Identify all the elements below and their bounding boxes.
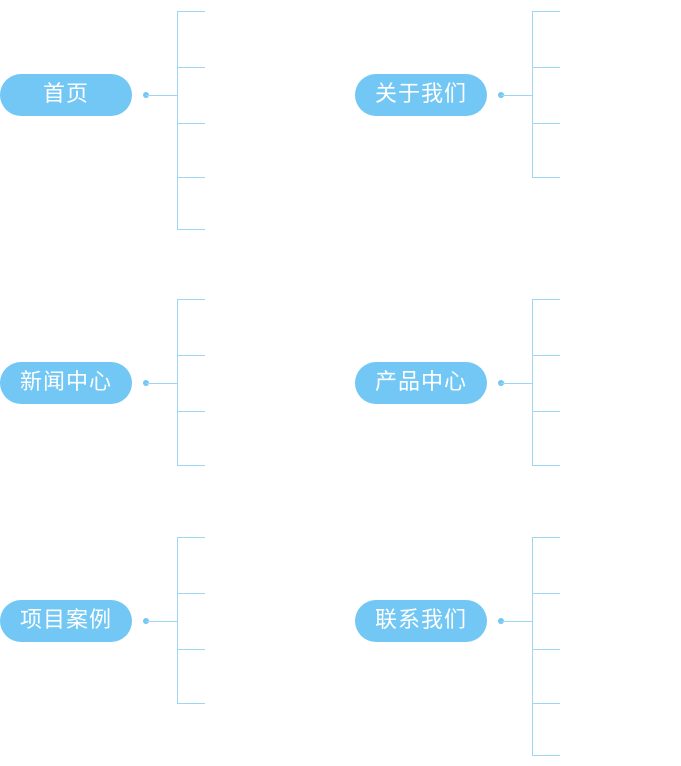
branch-line — [177, 123, 205, 124]
branch-line — [532, 299, 560, 300]
connector-line — [501, 621, 533, 622]
branch-line — [177, 465, 205, 466]
branch-line — [177, 649, 205, 650]
node-news-center[interactable]: 新闻中心 — [0, 362, 132, 404]
branch-line — [532, 703, 560, 704]
connector-line — [146, 621, 178, 622]
branch-line — [177, 703, 205, 704]
branch-spine — [177, 537, 178, 704]
branch-line — [177, 355, 205, 356]
branch-spine — [177, 11, 178, 230]
branch-line — [177, 11, 205, 12]
node-home[interactable]: 首页 — [0, 74, 132, 116]
branch-line — [532, 123, 560, 124]
branch-line — [532, 355, 560, 356]
node-product-center[interactable]: 产品中心 — [355, 362, 487, 404]
branch-spine — [532, 11, 533, 178]
connector-line — [501, 383, 533, 384]
branch-line — [177, 177, 205, 178]
connector-line — [146, 95, 178, 96]
branch-line — [532, 67, 560, 68]
node-project-cases[interactable]: 项目案例 — [0, 600, 132, 642]
branch-line — [532, 755, 560, 756]
branch-line — [177, 229, 205, 230]
branch-line — [532, 593, 560, 594]
branch-spine — [532, 299, 533, 466]
node-about-us[interactable]: 关于我们 — [355, 74, 487, 116]
connector-line — [501, 95, 533, 96]
node-contact-us[interactable]: 联系我们 — [355, 600, 487, 642]
branch-line — [532, 177, 560, 178]
branch-line — [532, 649, 560, 650]
connector-line — [146, 383, 178, 384]
branch-line — [532, 465, 560, 466]
branch-line — [177, 537, 205, 538]
branch-spine — [177, 299, 178, 466]
branch-line — [177, 593, 205, 594]
branch-line — [532, 11, 560, 12]
branch-line — [177, 299, 205, 300]
branch-line — [532, 411, 560, 412]
branch-line — [177, 411, 205, 412]
branch-spine — [532, 537, 533, 756]
branch-line — [177, 67, 205, 68]
branch-line — [532, 537, 560, 538]
